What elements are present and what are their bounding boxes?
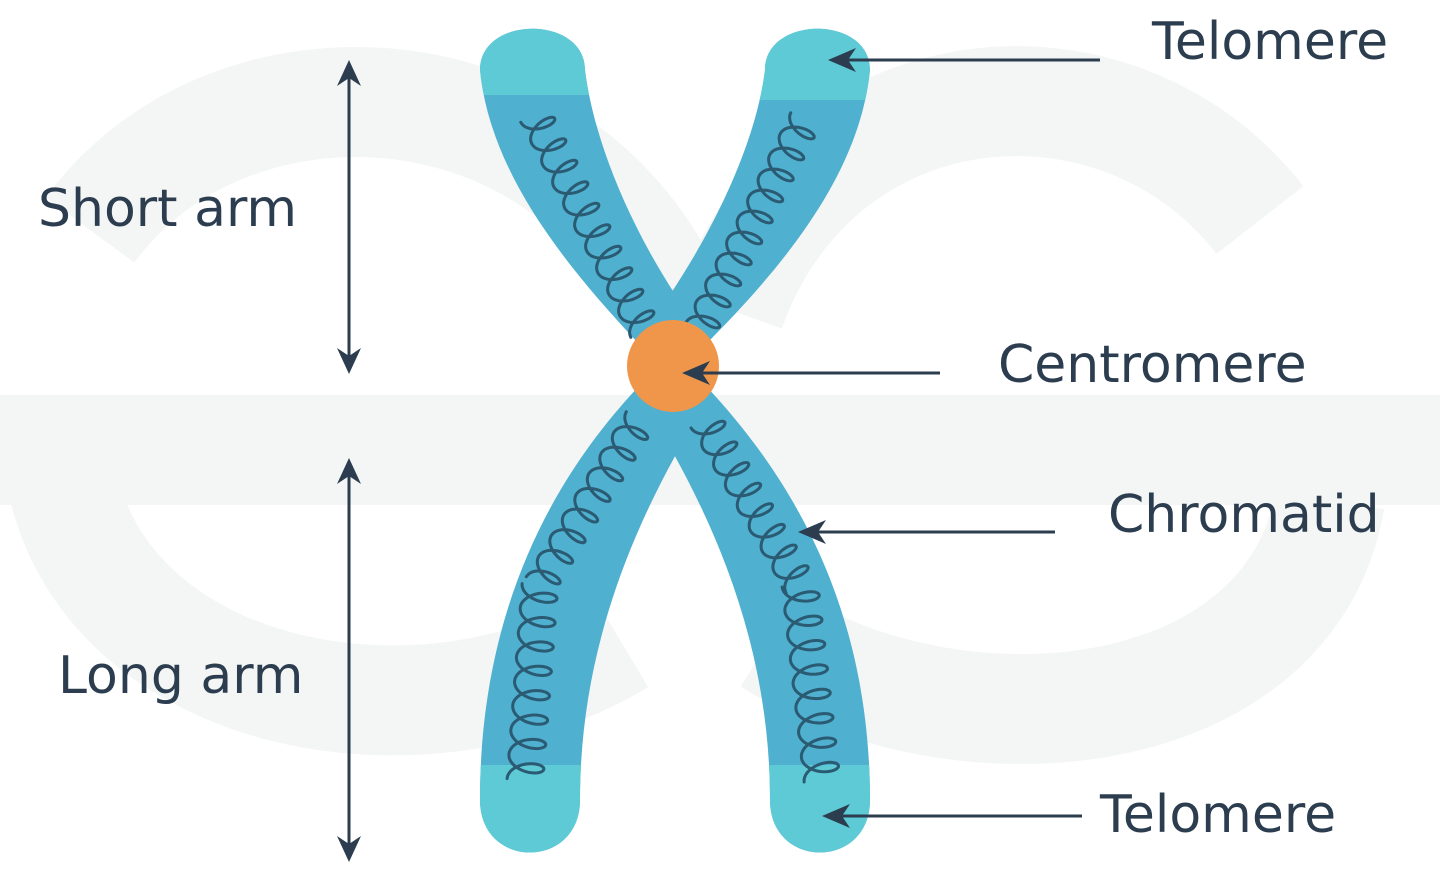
centromere-pointer xyxy=(682,361,940,385)
dna-coil-bottom-right-upper xyxy=(689,419,810,595)
label-short-arm: Short arm xyxy=(38,179,297,239)
telomere-bottom-pointer xyxy=(822,804,1082,828)
dna-coils xyxy=(505,111,841,784)
telomere-top-pointer xyxy=(828,48,1100,72)
label-telomere-top: Telomere xyxy=(1151,12,1388,72)
dna-coil-bottom-left-upper xyxy=(524,410,650,586)
telomere-tip-bottom-left xyxy=(480,765,610,853)
dna-coil-top-right xyxy=(684,111,816,330)
label-long-arm: Long arm xyxy=(58,646,303,706)
telomere-tip-bottom-right xyxy=(740,765,870,853)
label-telomere-bottom: Telomere xyxy=(1099,785,1336,845)
dna-coil-top-left xyxy=(519,115,656,339)
centromere-circle xyxy=(627,320,719,412)
long-arm-arrow xyxy=(337,458,361,862)
dna-coil-bottom-left-lower xyxy=(505,582,559,781)
chromatid-pointer xyxy=(798,520,1055,544)
short-arm-arrow xyxy=(337,60,361,374)
label-centromere: Centromere xyxy=(998,335,1307,395)
label-chromatid: Chromatid xyxy=(1108,485,1380,545)
dna-coil-bottom-right-lower xyxy=(780,585,841,784)
